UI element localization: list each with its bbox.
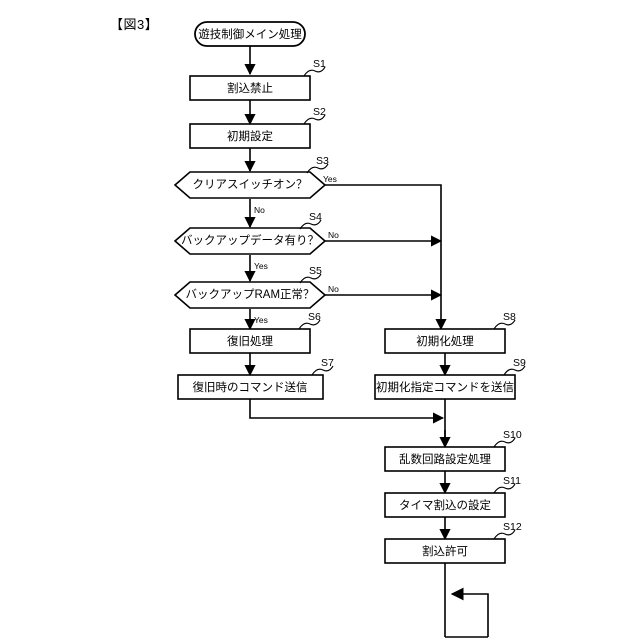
leader-s1 bbox=[303, 66, 326, 77]
leader-s8 bbox=[493, 319, 516, 330]
node-s6-label: 復旧処理 bbox=[227, 334, 273, 348]
node-s12-label: 割込許可 bbox=[422, 544, 468, 558]
node-s8-label: 初期化処理 bbox=[416, 334, 474, 348]
edge-label-s4-no: No bbox=[328, 230, 339, 240]
node-s11-label: タイマ割込の設定 bbox=[399, 498, 491, 512]
step-label-s3: S3 bbox=[316, 155, 329, 167]
node-s2-label: 初期設定 bbox=[227, 129, 273, 143]
leader-s10 bbox=[493, 437, 516, 448]
node-s7-box[interactable] bbox=[177, 374, 324, 400]
node-s9-box[interactable] bbox=[374, 374, 516, 400]
step-label-s2: S2 bbox=[313, 106, 326, 118]
node-start-label: 遊技制御メイン処理 bbox=[198, 27, 302, 41]
leader-s4 bbox=[299, 219, 322, 230]
step-label-s8: S8 bbox=[503, 311, 516, 323]
step-label-s5: S5 bbox=[309, 265, 322, 277]
step-label-s11: S11 bbox=[503, 475, 521, 487]
connector-loop-back bbox=[450, 587, 489, 637]
node-s5-label: バックアップRAM正常？ bbox=[185, 288, 314, 301]
node-s6-box[interactable] bbox=[189, 328, 311, 354]
edge-label-s5-yes: Yes bbox=[254, 315, 268, 325]
node-s1-box[interactable] bbox=[189, 75, 311, 101]
node-s7-label: 復旧時のコマンド送信 bbox=[193, 380, 308, 394]
step-label-s4: S4 bbox=[309, 211, 322, 223]
edge-label-s3-no: No bbox=[254, 205, 265, 215]
edge-label-s5-no: No bbox=[328, 284, 339, 294]
node-s3-label: クリアスイッチオン？ bbox=[193, 178, 308, 191]
node-s5-decision[interactable] bbox=[173, 281, 327, 309]
node-s9-label: 初期化指定コマンドを送信 bbox=[376, 380, 514, 394]
figure-label: 【図3】 bbox=[110, 17, 159, 32]
leader-s5 bbox=[299, 273, 322, 284]
step-label-s6: S6 bbox=[308, 311, 321, 323]
node-s10-box[interactable] bbox=[384, 446, 506, 472]
leader-s7 bbox=[311, 365, 334, 376]
connector-s3-yes-to-s8 bbox=[325, 184, 447, 331]
node-s4-decision[interactable] bbox=[173, 227, 327, 255]
node-s10-label: 乱数回路設定処理 bbox=[399, 452, 491, 466]
node-s4-label: バックアップデータ有り？ bbox=[181, 233, 319, 247]
leader-s3 bbox=[306, 163, 329, 174]
step-label-s10: S10 bbox=[503, 429, 522, 441]
node-s2-box[interactable] bbox=[189, 123, 311, 149]
step-label-s7: S7 bbox=[321, 357, 334, 369]
leader-s9 bbox=[503, 365, 526, 376]
leader-s6 bbox=[298, 319, 321, 330]
node-s1-label: 割込禁止 bbox=[227, 81, 273, 95]
leader-s12 bbox=[493, 529, 516, 540]
edge-label-s3-yes: Yes bbox=[323, 174, 337, 184]
step-label-s1: S1 bbox=[313, 58, 326, 70]
leader-s2 bbox=[303, 114, 326, 125]
node-s12-box[interactable] bbox=[384, 538, 506, 564]
leader-s11 bbox=[493, 483, 516, 494]
node-s3-decision[interactable] bbox=[173, 171, 327, 199]
connector-s7-merge bbox=[249, 399, 445, 424]
step-label-s9: S9 bbox=[513, 357, 526, 369]
step-label-s12: S12 bbox=[503, 521, 522, 533]
edge-label-s4-yes: Yes bbox=[254, 261, 268, 271]
node-s8-box[interactable] bbox=[384, 328, 506, 354]
node-start-terminator[interactable] bbox=[194, 21, 306, 47]
node-s11-box[interactable] bbox=[384, 492, 506, 518]
